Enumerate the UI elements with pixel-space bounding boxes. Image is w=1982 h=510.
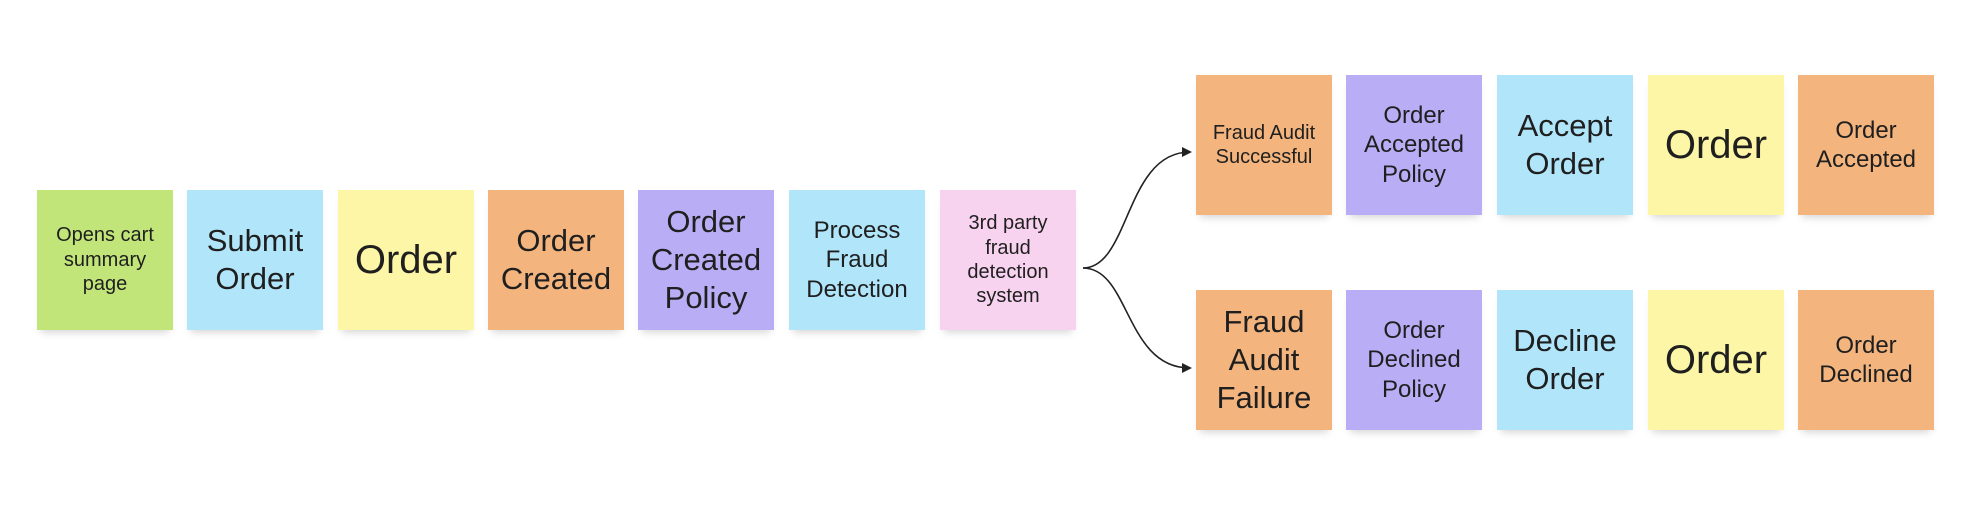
sticky-note-label: Order Declined Policy — [1367, 317, 1461, 403]
sticky-note-label: Order Created Policy — [650, 204, 762, 315]
sticky-note-label: Fraud Audit Successful — [1212, 121, 1316, 168]
sticky-note-third-party-fraud-system[interactable]: 3rd party fraud detection system — [940, 190, 1076, 330]
sticky-note-label: Order — [1664, 337, 1768, 382]
sticky-note-order-created-policy[interactable]: Order Created Policy — [638, 190, 774, 330]
sticky-note-label: Fraud Audit Failure — [1216, 304, 1312, 415]
sticky-note-label: Order Declined — [1819, 331, 1913, 388]
sticky-note-order-declined-aggregate[interactable]: Order — [1648, 290, 1784, 430]
sticky-note-order-accepted-policy[interactable]: Order Accepted Policy — [1346, 75, 1482, 215]
sticky-note-label: Order — [354, 237, 458, 282]
sticky-note-order[interactable]: Order — [338, 190, 474, 330]
connector-arrow-failure — [1082, 267, 1192, 373]
sticky-note-label: Order Created — [500, 223, 612, 296]
sticky-note-accept-order[interactable]: Accept Order — [1497, 75, 1633, 215]
sticky-note-decline-order[interactable]: Decline Order — [1497, 290, 1633, 430]
sticky-note-label: Order Accepted Policy — [1363, 102, 1465, 188]
sticky-note-process-fraud-detection[interactable]: Process Fraud Detection — [789, 190, 925, 330]
sticky-note-order-accepted-aggregate[interactable]: Order — [1648, 75, 1784, 215]
sticky-note-label: Decline Order — [1513, 323, 1617, 396]
sticky-note-fraud-audit-failure[interactable]: Fraud Audit Failure — [1196, 290, 1332, 430]
sticky-note-order-accepted[interactable]: Order Accepted — [1798, 75, 1934, 215]
sticky-note-label: Opens cart summary page — [56, 224, 154, 296]
sticky-note-fraud-audit-successful[interactable]: Fraud Audit Successful — [1196, 75, 1332, 215]
connector-arrow-success — [1082, 147, 1192, 269]
sticky-note-label: 3rd party fraud detection system — [967, 212, 1049, 308]
sticky-note-order-declined-policy[interactable]: Order Declined Policy — [1346, 290, 1482, 430]
sticky-note-label: Submit Order — [206, 223, 304, 296]
sticky-note-label: Order — [1664, 122, 1768, 167]
sticky-note-order-declined[interactable]: Order Declined — [1798, 290, 1934, 430]
sticky-note-opens-cart[interactable]: Opens cart summary page — [37, 190, 173, 330]
sticky-note-label: Process Fraud Detection — [806, 217, 908, 303]
sticky-note-label: Accept Order — [1517, 108, 1613, 181]
sticky-note-order-created[interactable]: Order Created — [488, 190, 624, 330]
sticky-note-submit-order[interactable]: Submit Order — [187, 190, 323, 330]
sticky-note-label: Order Accepted — [1815, 116, 1917, 173]
